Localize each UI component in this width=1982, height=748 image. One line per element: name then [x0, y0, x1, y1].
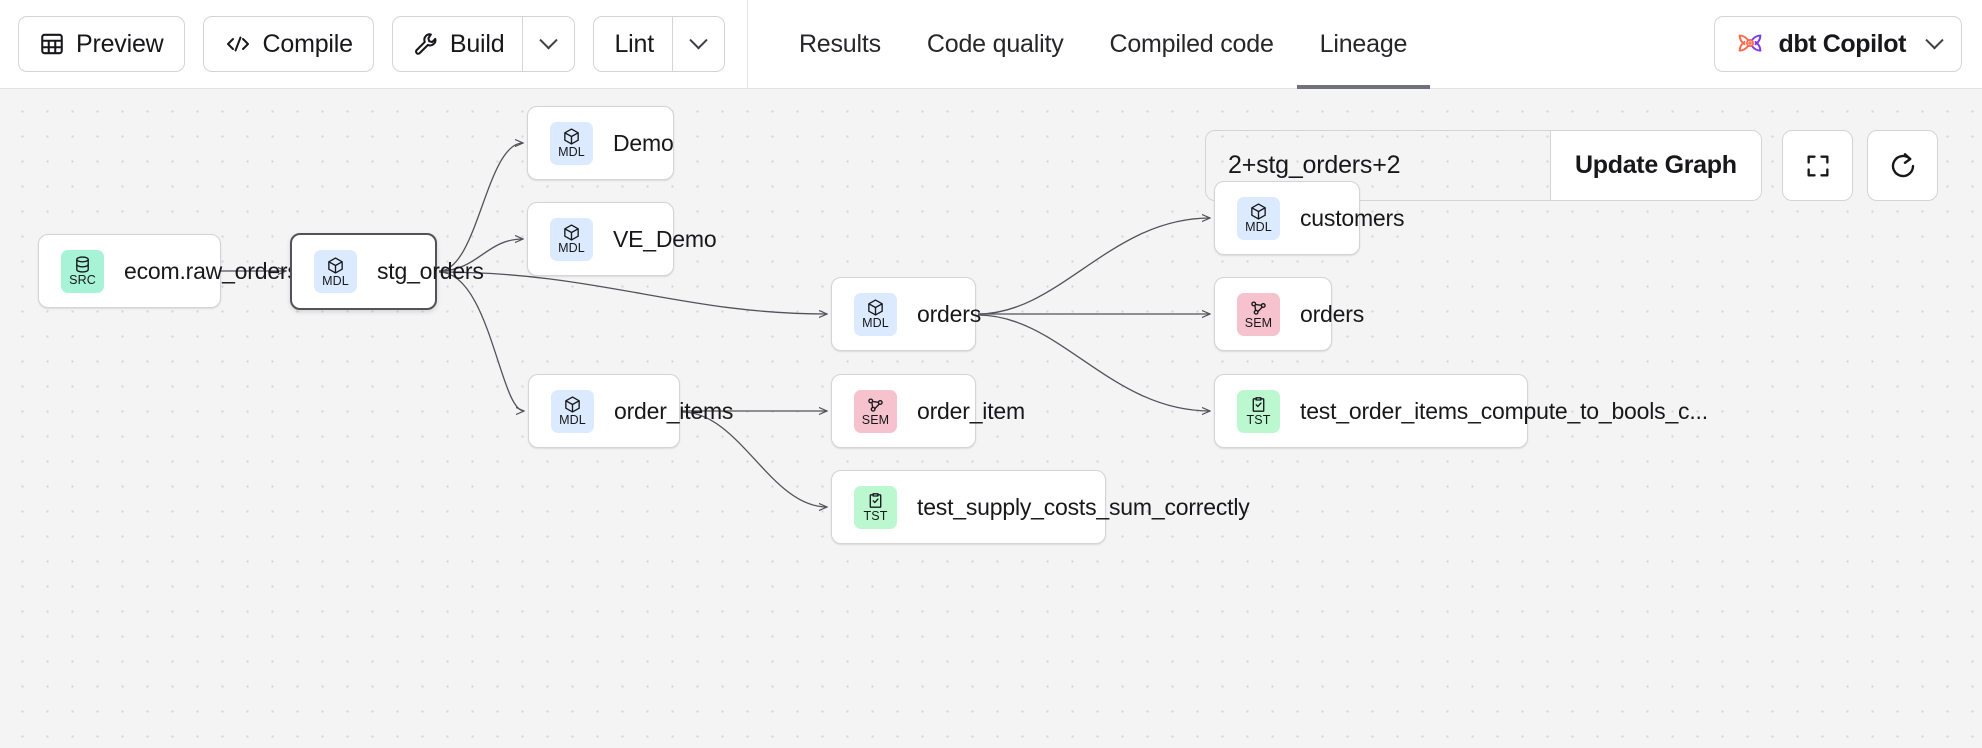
graph-selector-bar: Update Graph: [1205, 130, 1762, 201]
node-type-label: MDL: [862, 316, 889, 330]
graph-icon: [866, 395, 885, 414]
dbt-copilot-label: dbt Copilot: [1778, 29, 1907, 58]
tab-results-label: Results: [798, 29, 881, 58]
chevron-down-icon: [539, 30, 559, 49]
lineage-node-demo[interactable]: MDL Demo: [527, 106, 674, 180]
preview-button-content: Preview: [19, 17, 184, 71]
refresh-icon: [1888, 151, 1918, 181]
lineage-node-ecom_raw_orders[interactable]: SRC ecom.raw_orders: [38, 234, 299, 308]
node-type-label: MDL: [322, 273, 349, 288]
node-type-label: MDL: [1245, 220, 1272, 234]
node-type-label: MDL: [559, 413, 586, 427]
node-label: Demo: [613, 129, 674, 156]
tab-compiled-code-label: Compiled code: [1109, 29, 1274, 58]
lint-dropdown-toggle[interactable]: [671, 17, 724, 71]
wrench-icon: [413, 31, 439, 57]
node-type-badge-sem: SEM: [1237, 292, 1280, 336]
cube-icon: [562, 127, 581, 146]
tab-results[interactable]: Results: [776, 0, 904, 89]
lint-button[interactable]: Lint: [594, 17, 672, 71]
top-toolbar: Preview Compile: [0, 0, 1982, 89]
node-label: ecom.raw_orders: [124, 257, 299, 284]
tab-lineage[interactable]: Lineage: [1296, 0, 1431, 89]
lineage-node-orders_mdl[interactable]: MDL orders: [831, 277, 981, 351]
build-dropdown-toggle[interactable]: [522, 17, 574, 71]
node-type-badge-mdl: MDL: [550, 217, 593, 261]
table-icon: [39, 31, 65, 57]
chevron-down-icon: [689, 30, 708, 49]
tab-lineage-label: Lineage: [1319, 29, 1408, 58]
node-label: VE_Demo: [613, 225, 717, 252]
node-type-badge-sem: SEM: [854, 389, 897, 433]
cube-icon: [563, 395, 582, 414]
build-button-label: Build: [449, 29, 505, 58]
cube-icon: [1249, 202, 1268, 221]
node-type-badge-tst: TST: [1237, 389, 1280, 433]
node-label: order_item: [917, 397, 1025, 424]
code-icon: [224, 32, 252, 56]
lineage-canvas[interactable]: Update Graph SRCecom.raw_ordersMDLstg_or…: [0, 89, 1982, 748]
node-type-badge-mdl: MDL: [854, 292, 897, 336]
toolbar-right-group: dbt Copilot: [1713, 16, 1982, 72]
build-button[interactable]: Build: [393, 17, 523, 71]
lineage-node-ve_demo[interactable]: MDL VE_Demo: [527, 202, 717, 276]
node-label: order_items: [614, 397, 734, 424]
node-type-label: TST: [1246, 413, 1271, 427]
lineage-node-test_supply[interactable]: TST test_supply_costs_sum_correctly: [831, 470, 1250, 544]
node-type-label: TST: [863, 509, 888, 523]
compile-button-label: Compile: [262, 29, 354, 58]
node-type-badge-mdl: MDL: [1237, 196, 1280, 240]
cube-icon: [866, 298, 885, 317]
node-type-badge-tst: TST: [854, 485, 897, 529]
node-type-label: SEM: [1244, 316, 1273, 330]
lineage-node-customers[interactable]: MDL customers: [1214, 181, 1404, 255]
node-type-label: SEM: [861, 413, 890, 427]
lint-button-label: Lint: [614, 29, 654, 58]
compile-button[interactable]: Compile: [202, 16, 374, 72]
tab-bar: Results Code quality Compiled code Linea…: [776, 0, 1430, 89]
node-label: orders: [917, 300, 981, 327]
cube-icon: [562, 223, 581, 242]
compile-button-content: Compile: [204, 17, 373, 71]
chevron-down-icon: [1925, 30, 1944, 49]
tab-code-quality-label: Code quality: [926, 29, 1064, 58]
node-type-badge-mdl: MDL: [551, 389, 594, 433]
action-button-group: Preview Compile: [0, 0, 725, 89]
cube-icon: [326, 256, 345, 275]
node-type-label: SRC: [69, 273, 96, 287]
node-type-badge-src: SRC: [61, 249, 104, 293]
lineage-node-stg_orders[interactable]: MDL stg_orders: [290, 233, 484, 310]
lineage-node-order_item_sem[interactable]: SEM order_item: [831, 374, 1025, 448]
fit-to-screen-button[interactable]: [1782, 130, 1853, 201]
preview-button[interactable]: Preview: [18, 16, 185, 72]
lineage-node-order_items[interactable]: MDL order_items: [528, 374, 733, 448]
dbt-copilot-button[interactable]: dbt Copilot: [1713, 16, 1962, 72]
node-type-label: MDL: [558, 241, 585, 255]
node-type-badge-mdl: MDL: [550, 121, 593, 165]
node-type-label: MDL: [558, 145, 585, 159]
clipboard-check-icon: [1249, 395, 1268, 414]
preview-button-label: Preview: [76, 29, 164, 58]
node-label: orders: [1300, 300, 1364, 327]
reset-graph-button[interactable]: [1867, 130, 1938, 201]
tab-compiled-code[interactable]: Compiled code: [1087, 0, 1297, 89]
tab-code-quality[interactable]: Code quality: [904, 0, 1087, 89]
fullscreen-icon: [1804, 152, 1832, 180]
update-graph-button[interactable]: Update Graph: [1550, 131, 1761, 200]
dbt-copilot-icon: [1735, 29, 1765, 59]
toolbar-divider: [746, 0, 748, 89]
database-icon: [73, 255, 92, 274]
lineage-node-orders_sem[interactable]: SEM orders: [1214, 277, 1364, 351]
node-label: test_supply_costs_sum_correctly: [917, 493, 1250, 520]
node-label: customers: [1300, 204, 1405, 231]
node-type-badge-mdl: MDL: [314, 250, 357, 293]
node-label: test_order_items_compute_to_bools_c...: [1300, 397, 1708, 424]
lint-button-group: Lint: [593, 16, 725, 72]
graph-icon: [1249, 298, 1268, 317]
node-label: stg_orders: [377, 258, 484, 284]
build-button-group: Build: [391, 16, 576, 72]
lineage-node-test_order_items[interactable]: TST test_order_items_compute_to_bools_c..…: [1214, 374, 1708, 448]
clipboard-check-icon: [866, 491, 885, 510]
